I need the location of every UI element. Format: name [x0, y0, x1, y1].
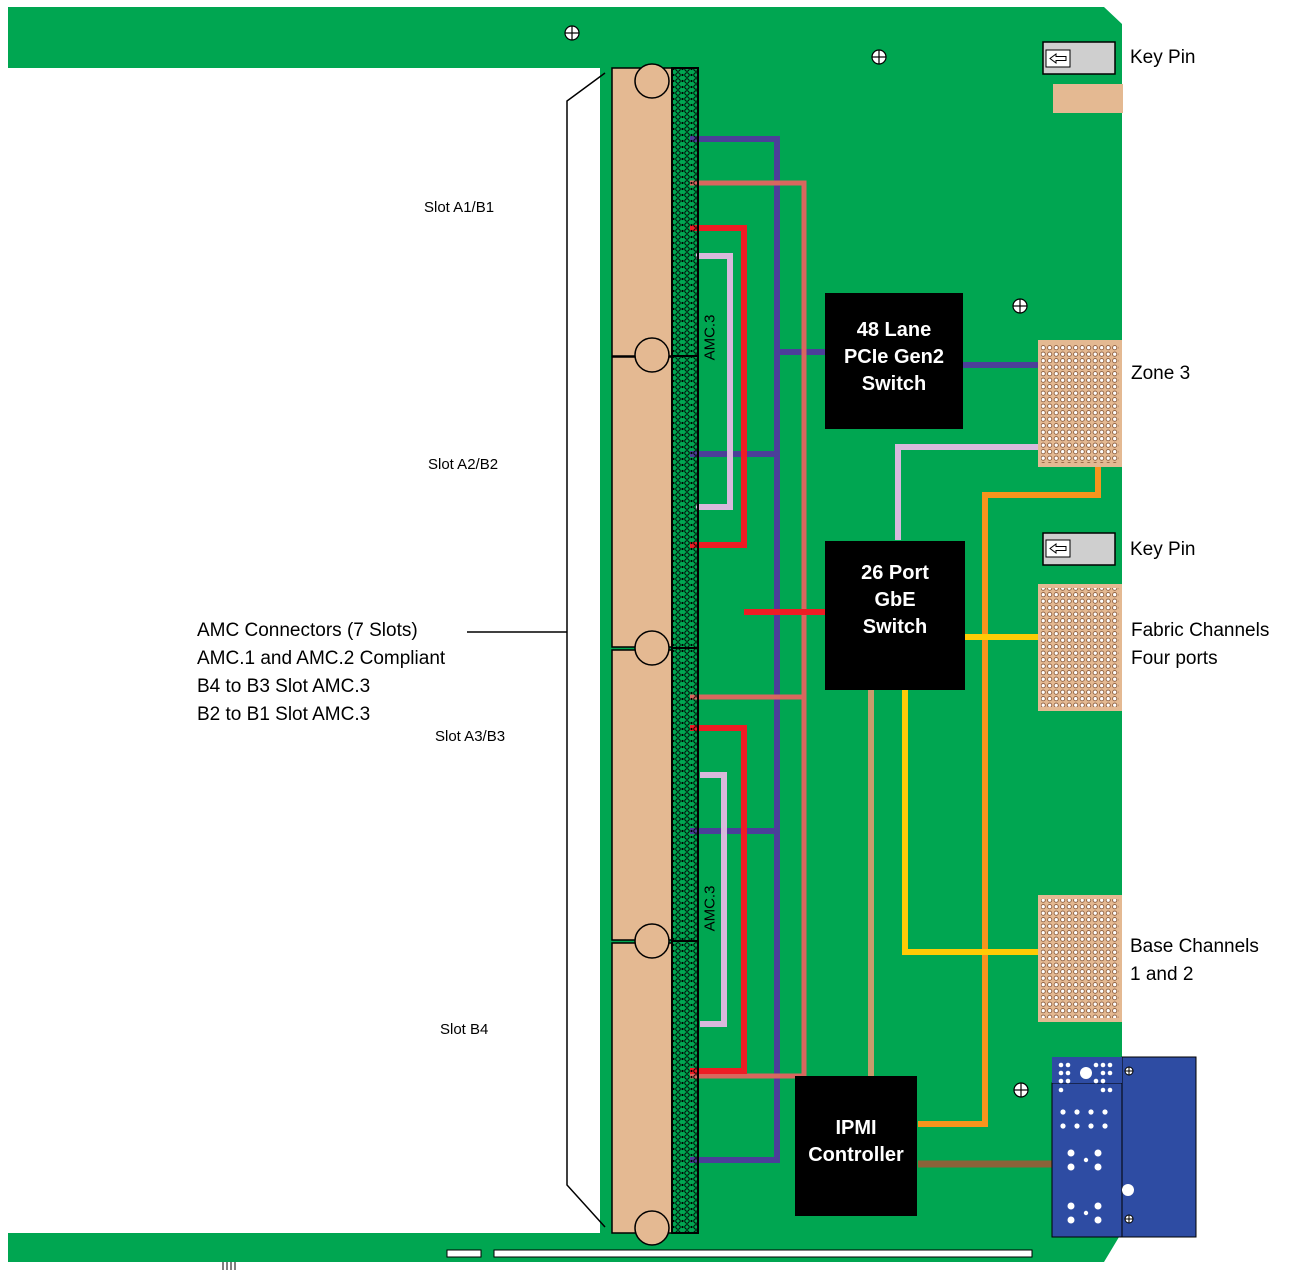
mounting-hole-icon [871, 49, 887, 65]
callout-bracket [566, 72, 606, 1228]
gbe-switch-line2: GbE [874, 589, 916, 611]
pcie-switch-line3: Switch [861, 373, 927, 395]
arrow-left-icon [1049, 543, 1067, 554]
key-pin-top [1042, 41, 1116, 75]
base-channels-label: Base Channels 1 and 2 [1130, 933, 1259, 989]
trace-red [690, 225, 826, 1074]
bottom-slot-marker-long [493, 1249, 1033, 1258]
callout-line-3: B4 to B3 Slot AMC.3 [197, 676, 371, 697]
connector-guide-circle [634, 337, 670, 373]
bottom-slot-marker-small [446, 1249, 482, 1258]
base-line-1: Base Channels [1130, 936, 1259, 957]
bottom-pins-mark [222, 1262, 236, 1270]
key-pin-mid [1042, 532, 1116, 566]
callout-line-1: AMC Connectors (7 Slots) [197, 620, 418, 641]
base-line-2: 1 and 2 [1130, 964, 1194, 985]
fabric-channels-label: Fabric Channels Four ports [1131, 617, 1269, 673]
key-pin-block [1053, 84, 1123, 113]
fabric-line-1: Fabric Channels [1131, 620, 1270, 641]
rtm-io-connector [1051, 1056, 1197, 1238]
ipmi-line1: IPMI [835, 1117, 877, 1139]
ipmi-label: IPMI Controller [795, 1115, 917, 1169]
connector-guide-circle [634, 63, 670, 99]
amc-connector-slot1 [611, 67, 673, 357]
amc-connector-stack [611, 63, 699, 1246]
amc3-label-bottom: AMC.3 [701, 885, 719, 932]
trace-lilac-amc3 [696, 253, 1038, 1027]
pcie-switch-line1: 48 Lane [856, 319, 932, 341]
callout-line-4: B2 to B1 Slot AMC.3 [197, 704, 371, 725]
slot-label-a3b3: Slot A3/B3 [435, 728, 506, 745]
zone3-label: Zone 3 [1131, 363, 1191, 384]
key-pin-mid-label: Key Pin [1130, 539, 1196, 560]
slot-label-a2b2: Slot A2/B2 [428, 456, 499, 473]
key-pin-top-label: Key Pin [1130, 47, 1196, 68]
connector-guide-circle [634, 923, 670, 959]
ipmi-line2: Controller [808, 1144, 904, 1166]
amc-connector-slot4 [611, 942, 673, 1234]
gbe-switch-line3: Switch [862, 616, 928, 638]
trace-yellow [902, 634, 1038, 955]
fabric-line-2: Four ports [1131, 648, 1218, 669]
connector-guide-circle [634, 1210, 670, 1246]
gbe-switch-line1: 26 Port [861, 562, 929, 584]
callout-line-2: AMC.1 and AMC.2 Compliant [197, 648, 446, 669]
mounting-hole-icon [564, 25, 580, 41]
amc-connector-slot2 [611, 356, 673, 648]
mounting-hole-icon [1013, 1082, 1029, 1098]
gbe-switch-label: 26 Port GbE Switch [825, 560, 965, 641]
amc3-label-top: AMC.3 [701, 314, 719, 361]
mounting-hole-icon [1012, 298, 1028, 314]
pcie-switch-line2: PCIe Gen2 [843, 346, 945, 368]
mounting-hole-icon [1124, 1066, 1134, 1224]
connector-guide-circle [634, 630, 670, 666]
gbe-switch-chip [825, 541, 965, 690]
trace-salmon [690, 180, 807, 1079]
slot-label-a1b1: Slot A1/B1 [424, 199, 495, 216]
slot-label-b4: Slot B4 [440, 1021, 489, 1038]
arrow-left-icon [1049, 53, 1067, 64]
pcie-switch-chip [825, 293, 963, 429]
pcie-switch-label: 48 Lane PCIe Gen2 Switch [825, 317, 963, 398]
amc-pin-strip [671, 67, 699, 1234]
ipmi-controller-chip [795, 1076, 917, 1216]
trace-blue-pcie [690, 136, 1038, 1163]
amc-connector-slot3 [611, 649, 673, 941]
amc-callout-text: AMC Connectors (7 Slots) AMC.1 and AMC.2… [197, 617, 445, 729]
trace-orange [918, 466, 1101, 1127]
